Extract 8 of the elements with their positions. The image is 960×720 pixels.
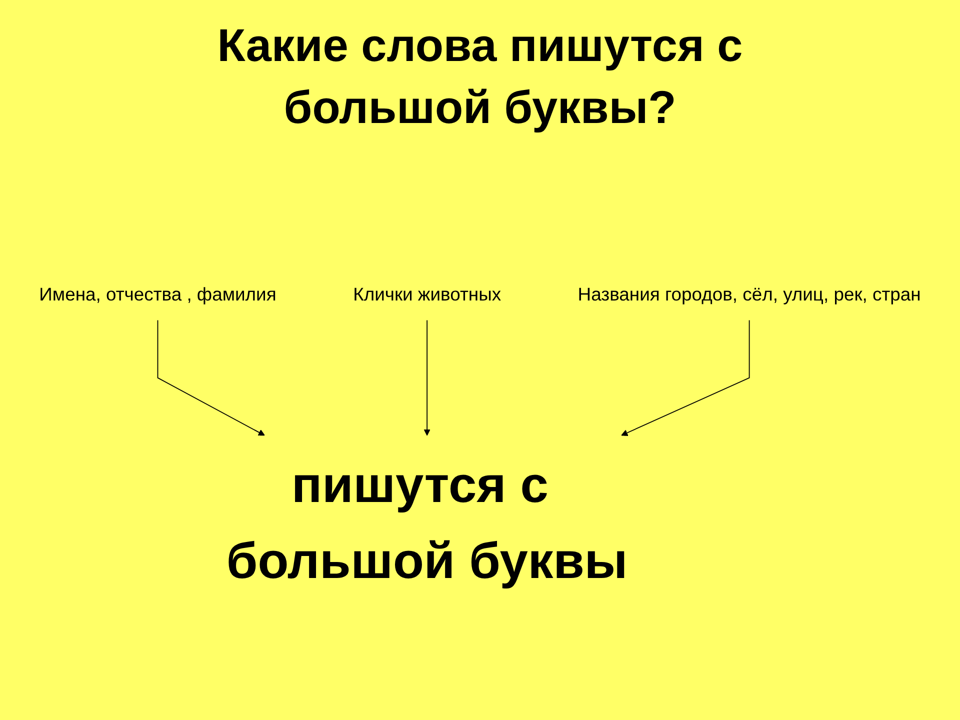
node-text: Названия городов, сёл, улиц, рек, стран: [578, 284, 921, 305]
node-text: пишутся с большой буквы: [226, 456, 628, 589]
node-text: Клички животных: [353, 284, 502, 305]
node-text: Имена, отчества , фамилия: [39, 284, 276, 305]
arrow: [621, 320, 750, 436]
arrow: [424, 320, 430, 436]
title: Какие слова пишутся с большой буквы?: [216, 18, 744, 136]
arrow: [157, 320, 265, 436]
